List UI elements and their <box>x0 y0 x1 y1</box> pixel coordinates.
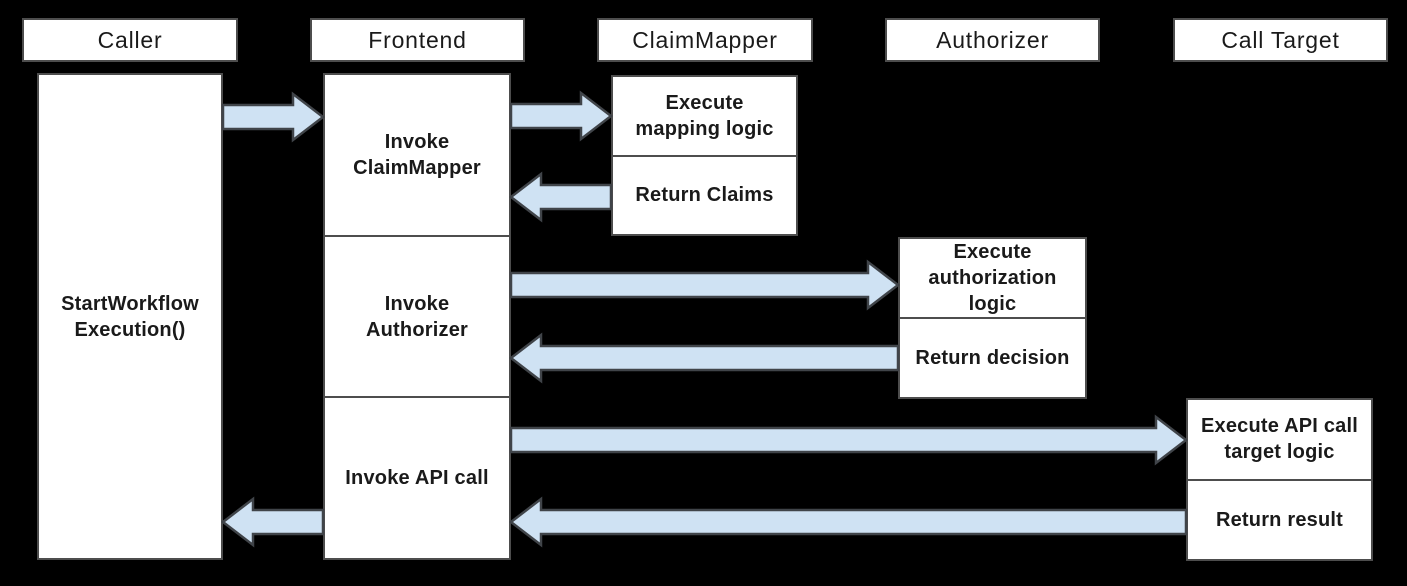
authorizer-step-label: Execute authorization logic <box>928 241 1057 315</box>
claimmapper-step-label: Execute mapping logic <box>635 91 774 140</box>
actor-header-authorizer: Authorizer <box>885 18 1100 62</box>
claimmapper-step-label: Return Claims <box>635 184 774 207</box>
authorizer-step-label: Return decision <box>915 347 1070 369</box>
frontend-activation: Invoke ClaimMapper Invoke Authorizer Inv… <box>323 73 511 560</box>
authorizer-step-return-decision: Return decision <box>900 317 1085 397</box>
calltarget-activation: Execute API call target logic Return res… <box>1186 398 1373 561</box>
actor-header-frontend: Frontend <box>310 18 525 62</box>
arrow-caller-to-frontend-icon <box>221 91 326 143</box>
calltarget-step-execute-api-call-target-logic: Execute API call target logic <box>1188 400 1371 479</box>
actor-header-claimmapper: ClaimMapper <box>597 18 813 62</box>
arrow-claimmapper-return-icon <box>508 171 613 223</box>
actor-label: Authorizer <box>936 26 1049 53</box>
arrow-frontend-to-calltarget-icon <box>509 414 1189 466</box>
frontend-step-invoke-authorizer: Invoke Authorizer <box>325 234 509 397</box>
claimmapper-step-return-claims: Return Claims <box>613 154 796 235</box>
caller-activation: StartWorkflow Execution() <box>37 73 223 560</box>
arrow-authorizer-return-icon <box>508 332 900 384</box>
authorizer-activation: Execute authorization logic Return decis… <box>898 237 1087 399</box>
caller-activity: StartWorkflow Execution() <box>39 75 221 558</box>
caller-activity-label: StartWorkflow Execution() <box>61 292 199 341</box>
calltarget-step-return-result: Return result <box>1188 478 1371 560</box>
frontend-step-label: Invoke Authorizer <box>366 292 468 341</box>
frontend-step-invoke-api-call: Invoke API call <box>325 396 509 558</box>
actor-label: Call Target <box>1221 26 1340 53</box>
arrow-frontend-to-claimmapper-icon <box>509 90 614 142</box>
arrow-frontend-return-to-caller-icon <box>220 496 325 548</box>
frontend-step-invoke-claimmapper: Invoke ClaimMapper <box>325 75 509 235</box>
calltarget-step-label: Return result <box>1215 508 1344 531</box>
frontend-step-label: Invoke API call <box>345 467 489 490</box>
arrow-frontend-to-authorizer-icon <box>509 259 901 311</box>
actor-label: Caller <box>97 26 163 53</box>
actor-label: Frontend <box>368 26 467 53</box>
calltarget-step-label: Execute API call target logic <box>1201 415 1358 464</box>
claimmapper-activation: Execute mapping logic Return Claims <box>611 75 798 236</box>
arrow-calltarget-return-icon <box>508 496 1188 548</box>
actor-label: ClaimMapper <box>632 26 778 53</box>
frontend-step-label: Invoke ClaimMapper <box>353 130 481 179</box>
authorizer-step-execute-authorization-logic: Execute authorization logic <box>900 239 1085 317</box>
actor-header-calltarget: Call Target <box>1173 18 1388 62</box>
claimmapper-step-execute-mapping-logic: Execute mapping logic <box>613 77 796 155</box>
actor-header-caller: Caller <box>22 18 238 62</box>
